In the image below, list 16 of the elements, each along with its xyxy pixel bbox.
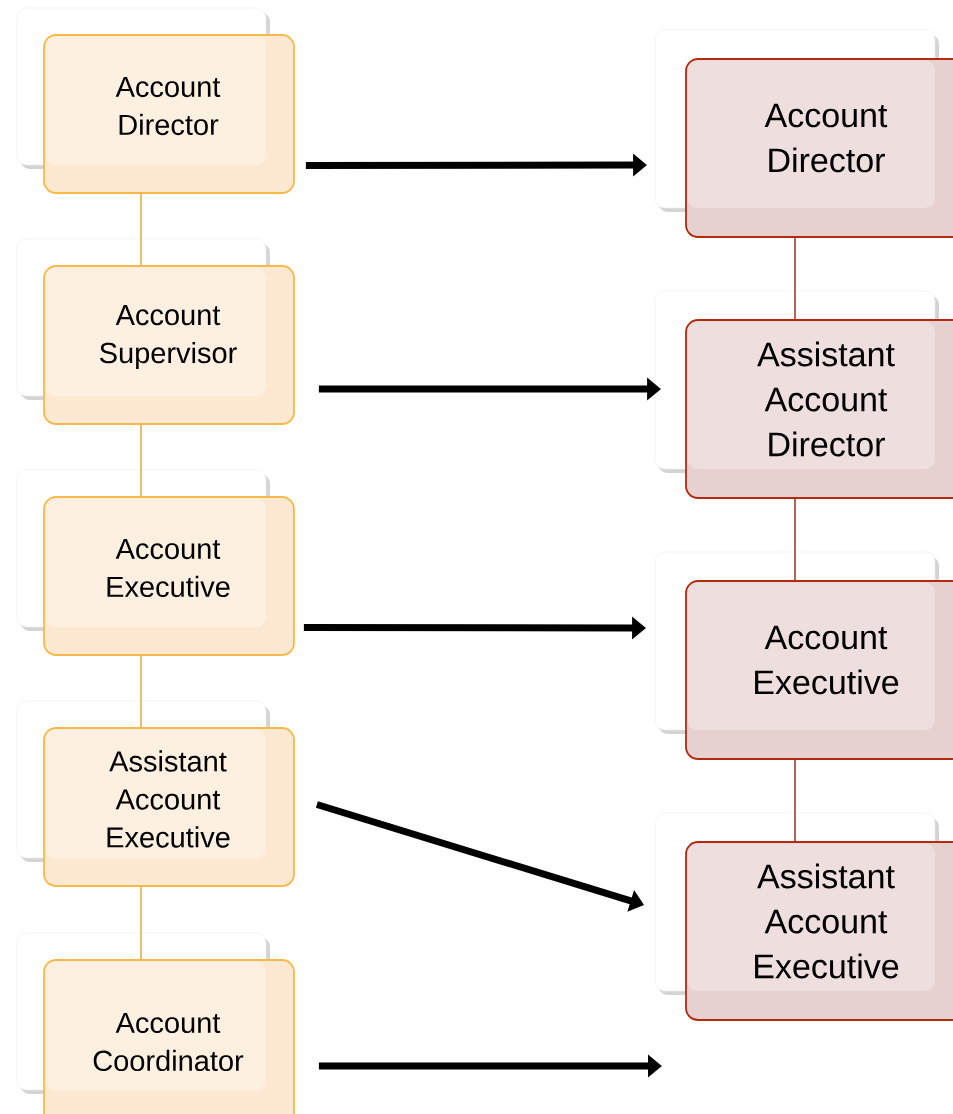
role-box: Account Director bbox=[685, 58, 953, 238]
role-box: Account Executive bbox=[685, 580, 953, 760]
connector-line bbox=[140, 193, 142, 266]
role-box: Account Supervisor bbox=[43, 265, 295, 425]
role-box: Account Director bbox=[43, 34, 295, 194]
role-box: Assistant Account Director bbox=[685, 319, 953, 499]
connector-line bbox=[794, 237, 796, 320]
connector-line bbox=[140, 424, 142, 497]
role-box: Account Coordinator bbox=[43, 959, 295, 1114]
role-box: Account Executive bbox=[43, 496, 295, 656]
role-box: Assistant Account Executive bbox=[685, 841, 953, 1021]
connector-line bbox=[140, 655, 142, 728]
connector-line bbox=[794, 759, 796, 842]
connector-line bbox=[794, 498, 796, 581]
role-box: Assistant Account Executive bbox=[43, 727, 295, 887]
connector-line bbox=[140, 886, 142, 960]
